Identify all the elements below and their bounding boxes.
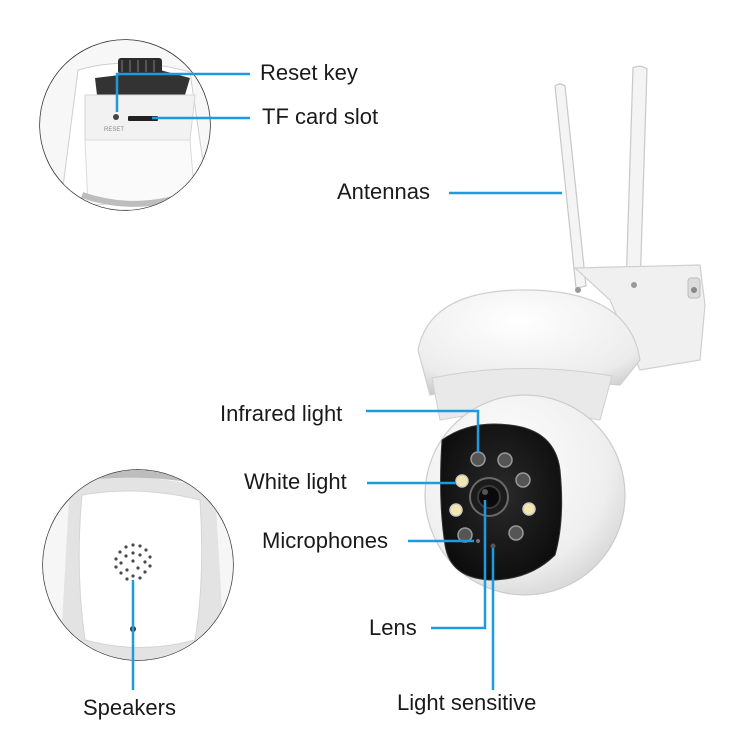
infrared-led <box>508 525 524 541</box>
antenna-right <box>625 65 648 289</box>
label-white-light: White light <box>244 469 347 494</box>
camera <box>417 65 706 596</box>
infrared-led <box>515 472 531 488</box>
white-led <box>522 502 536 516</box>
leader-infrared <box>366 409 480 452</box>
leader-reset <box>115 72 250 112</box>
speaker-detail-inset <box>42 469 234 661</box>
reset-button-hole <box>113 114 119 120</box>
lens <box>469 477 509 517</box>
label-tf-card-slot: TF card slot <box>262 104 379 129</box>
reset-engraving: RESET <box>104 127 124 133</box>
microphone-hole <box>476 539 480 543</box>
tf-card-slot <box>128 116 158 121</box>
label-microphones: Microphones <box>262 528 388 553</box>
label-reset-key: Reset key <box>260 60 358 85</box>
infrared-led <box>470 451 486 467</box>
white-led <box>455 474 469 488</box>
label-infrared-light: Infrared light <box>220 401 343 426</box>
white-led <box>449 503 463 517</box>
antenna-left <box>554 83 587 289</box>
label-light-sensitive: Light sensitive <box>397 690 537 715</box>
leader-lines <box>115 72 562 690</box>
label-antennas: Antennas <box>337 179 430 204</box>
label-lens: Lens <box>369 615 417 640</box>
reset-detail-inset: RESET <box>39 39 211 211</box>
speaker-grille <box>114 543 152 581</box>
leader-lens <box>431 500 487 630</box>
light-sensor <box>490 543 496 549</box>
infrared-led <box>497 452 513 468</box>
label-speakers: Speakers <box>83 695 176 720</box>
